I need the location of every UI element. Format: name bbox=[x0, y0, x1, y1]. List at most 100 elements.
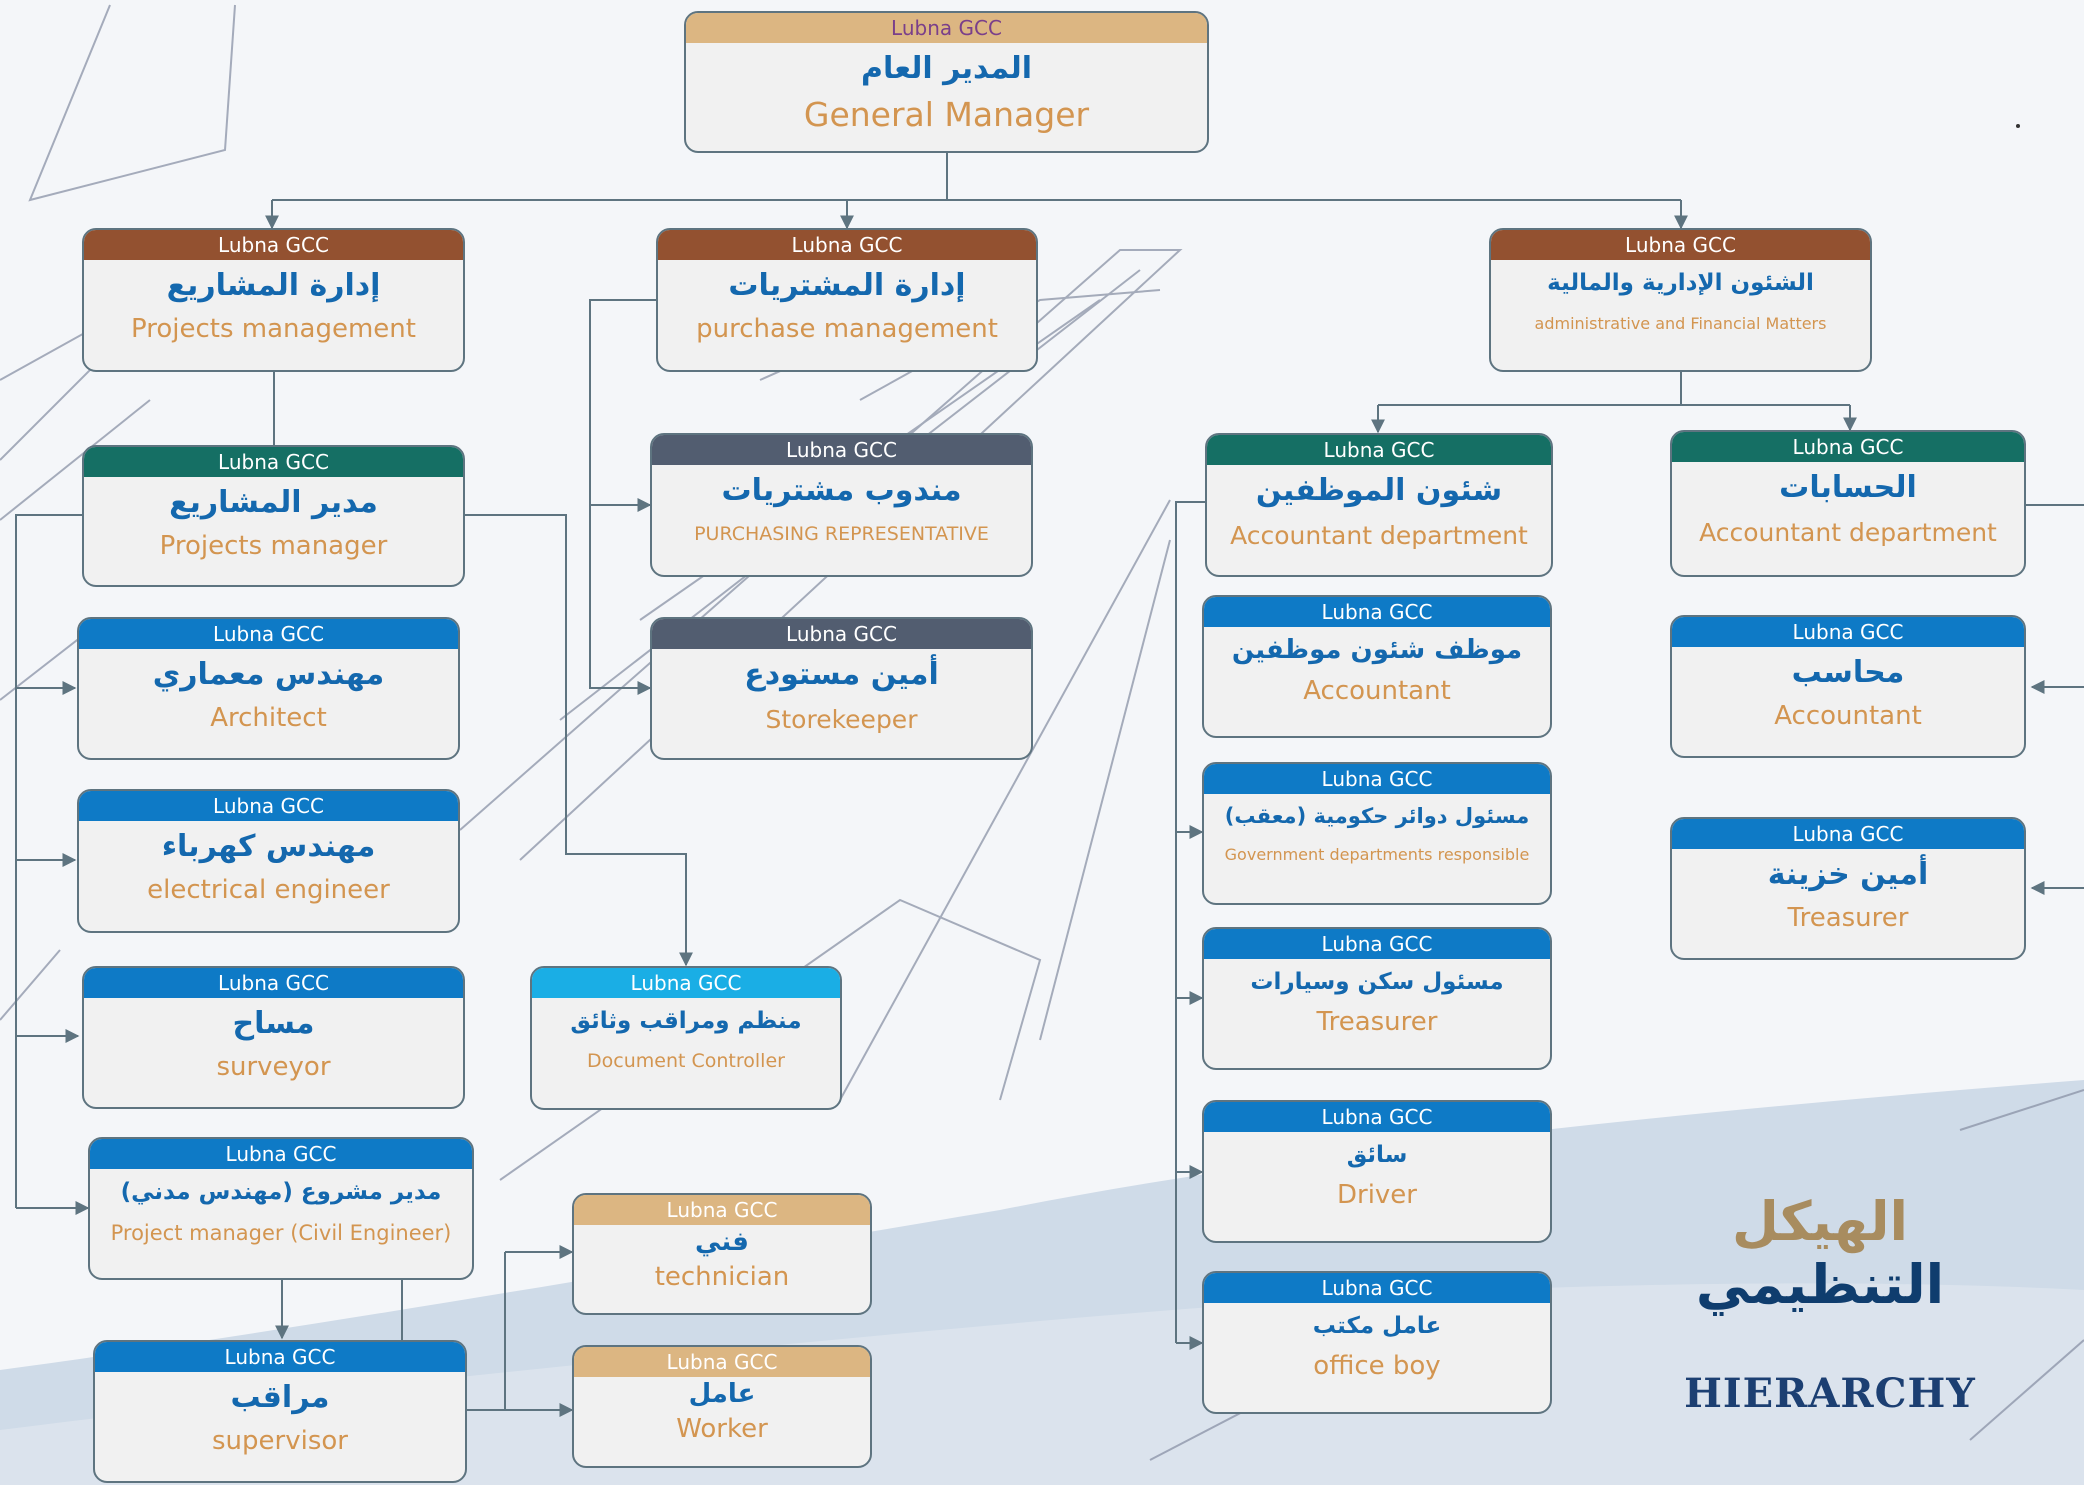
node-worker[interactable]: Lubna GCC عامل Worker bbox=[572, 1345, 872, 1468]
node-title-en: technician bbox=[654, 1262, 790, 1293]
node-title-ar: محاسب bbox=[1791, 655, 1905, 690]
node-brand: Lubna GCC bbox=[1204, 597, 1550, 627]
node-title-ar: شئون الموظفين bbox=[1255, 473, 1503, 508]
node-title-en: administrative and Financial Matters bbox=[1534, 313, 1827, 333]
node-title-ar: مهندس معماري bbox=[152, 657, 385, 692]
node-title-en: surveyor bbox=[216, 1052, 331, 1082]
node-brand: Lubna GCC bbox=[1204, 1102, 1550, 1132]
bottom-wave-light bbox=[0, 1283, 2084, 1485]
node-projects-management[interactable]: Lubna GCC إدارة المشاريع Projects manage… bbox=[82, 228, 465, 372]
node-title-en: Accountant bbox=[1774, 701, 1922, 731]
node-title-en: Treasurer bbox=[1787, 903, 1909, 933]
node-title-ar: مراقب bbox=[230, 1380, 330, 1415]
node-driver[interactable]: Lubna GCC سائق Driver bbox=[1202, 1100, 1552, 1243]
node-title-ar: مدير مشروع (مهندس مدني) bbox=[120, 1179, 442, 1205]
node-title-en: Storekeeper bbox=[765, 705, 918, 734]
node-title-ar: المدير العام bbox=[860, 51, 1033, 86]
node-title-en: electrical engineer bbox=[147, 875, 390, 905]
node-brand: Lubna GCC bbox=[1204, 764, 1550, 794]
node-brand: Lubna GCC bbox=[79, 791, 458, 821]
node-project-manager-civil[interactable]: Lubna GCC مدير مشروع (مهندس مدني) Projec… bbox=[88, 1137, 474, 1280]
node-title-ar: مسئول سكن وسيارات bbox=[1250, 969, 1504, 995]
node-brand: Lubna GCC bbox=[1672, 432, 2024, 462]
node-title-en: Architect bbox=[210, 703, 327, 733]
node-title-ar: الحسابات bbox=[1779, 470, 1917, 505]
node-admin-financial[interactable]: Lubna GCC الشئون الإدارية والمالية admin… bbox=[1489, 228, 1872, 372]
node-accounts[interactable]: Lubna GCC الحسابات Accountant department bbox=[1670, 430, 2026, 577]
node-title-en: purchase management bbox=[696, 314, 998, 344]
node-title-ar: مساح bbox=[232, 1006, 315, 1041]
node-hr-employee[interactable]: Lubna GCC موظف شئون موظفين Accountant bbox=[1202, 595, 1552, 738]
node-title-ar: مهندس كهرباء bbox=[161, 829, 376, 864]
node-brand: Lubna GCC bbox=[686, 13, 1207, 43]
node-brand: Lubna GCC bbox=[1207, 435, 1551, 465]
node-title-en: Government departments responsible bbox=[1224, 845, 1530, 865]
node-general-manager[interactable]: Lubna GCC المدير العام General Manager bbox=[684, 11, 1209, 153]
node-title-en: supervisor bbox=[212, 1426, 348, 1456]
node-title-ar: موظف شئون موظفين bbox=[1231, 635, 1523, 665]
node-brand: Lubna GCC bbox=[652, 435, 1031, 465]
page-title-ar-part1: الهيكل bbox=[1731, 1190, 1909, 1253]
node-electrical-engineer[interactable]: Lubna GCC مهندس كهرباء electrical engine… bbox=[77, 789, 460, 933]
node-title-ar: فني bbox=[695, 1227, 749, 1257]
node-brand: Lubna GCC bbox=[95, 1342, 465, 1372]
node-architect[interactable]: Lubna GCC مهندس معماري Architect bbox=[77, 617, 460, 760]
node-brand: Lubna GCC bbox=[1204, 1273, 1550, 1303]
page-title-arabic: الهيكل التنظيمي bbox=[1600, 1190, 2040, 1316]
stray-dot bbox=[2016, 124, 2020, 128]
node-brand: Lubna GCC bbox=[658, 230, 1036, 260]
node-title-en: Project manager (Civil Engineer) bbox=[110, 1220, 452, 1245]
node-title-en: Worker bbox=[676, 1414, 768, 1445]
node-title-ar: عامل مكتب bbox=[1312, 1313, 1442, 1339]
node-title-en: General Manager bbox=[803, 95, 1090, 134]
node-title-en: Document Controller bbox=[587, 1049, 785, 1072]
node-brand: Lubna GCC bbox=[84, 230, 463, 260]
node-brand: Lubna GCC bbox=[1672, 819, 2024, 849]
node-accountant[interactable]: Lubna GCC محاسب Accountant bbox=[1670, 615, 2026, 758]
node-treasurer[interactable]: Lubna GCC أمين خزينة Treasurer bbox=[1670, 817, 2026, 960]
node-brand: Lubna GCC bbox=[532, 968, 840, 998]
node-brand: Lubna GCC bbox=[652, 619, 1031, 649]
page-title-ar-part2: التنظيمي bbox=[1695, 1253, 1945, 1316]
node-brand: Lubna GCC bbox=[1491, 230, 1870, 260]
node-purchase-management[interactable]: Lubna GCC إدارة المشتريات purchase manag… bbox=[656, 228, 1038, 372]
node-title-ar: مدير المشاريع bbox=[169, 485, 378, 520]
node-title-ar: الشئون الإدارية والمالية bbox=[1547, 270, 1814, 296]
node-title-en: Projects management bbox=[131, 314, 416, 344]
node-title-en: Accountant bbox=[1303, 676, 1451, 707]
node-projects-manager[interactable]: Lubna GCC مدير المشاريع Projects manager bbox=[82, 445, 465, 587]
node-document-controller[interactable]: Lubna GCC منظم ومراقب وثائق Document Con… bbox=[530, 966, 842, 1110]
node-brand: Lubna GCC bbox=[574, 1347, 870, 1377]
node-brand: Lubna GCC bbox=[84, 447, 463, 477]
node-supervisor[interactable]: Lubna GCC مراقب supervisor bbox=[93, 1340, 467, 1483]
node-title-ar: منظم ومراقب وثائق bbox=[570, 1008, 802, 1034]
node-title-en: Accountant department bbox=[1699, 518, 1997, 547]
node-title-ar: إدارة المشتريات bbox=[728, 268, 966, 303]
node-gov-responsible[interactable]: Lubna GCC مسئول دوائر حكومية (معقب) Gove… bbox=[1202, 762, 1552, 905]
page-title-english: HIERARCHY bbox=[1684, 1370, 1976, 1417]
node-brand: Lubna GCC bbox=[1204, 929, 1550, 959]
node-brand: Lubna GCC bbox=[574, 1195, 870, 1225]
node-brand: Lubna GCC bbox=[1672, 617, 2024, 647]
node-title-ar: سائق bbox=[1346, 1142, 1408, 1168]
node-title-ar: أمين خزينة bbox=[1767, 857, 1929, 892]
node-title-en: Accountant department bbox=[1230, 521, 1528, 550]
node-storekeeper[interactable]: Lubna GCC أمين مستودع Storekeeper bbox=[650, 617, 1033, 760]
node-title-en: Treasurer bbox=[1316, 1006, 1438, 1037]
node-title-ar: أمين مستودع bbox=[744, 657, 939, 692]
node-purchasing-rep[interactable]: Lubna GCC مندوب مشتريات PURCHASING REPRE… bbox=[650, 433, 1033, 577]
node-title-ar: إدارة المشاريع bbox=[166, 268, 381, 303]
node-office-boy[interactable]: Lubna GCC عامل مكتب office boy bbox=[1202, 1271, 1552, 1414]
node-title-en: PURCHASING REPRESENTATIVE bbox=[694, 523, 989, 545]
node-technician[interactable]: Lubna GCC فني technician bbox=[572, 1193, 872, 1315]
node-title-en: office boy bbox=[1313, 1350, 1441, 1381]
node-title-ar: مسئول دوائر حكومية (معقب) bbox=[1224, 804, 1530, 828]
node-brand: Lubna GCC bbox=[79, 619, 458, 649]
node-brand: Lubna GCC bbox=[84, 968, 463, 998]
node-surveyor[interactable]: Lubna GCC مساح surveyor bbox=[82, 966, 465, 1109]
node-employee-affairs[interactable]: Lubna GCC شئون الموظفين Accountant depar… bbox=[1205, 433, 1553, 577]
node-brand: Lubna GCC bbox=[90, 1139, 472, 1169]
node-housing-cars[interactable]: Lubna GCC مسئول سكن وسيارات Treasurer bbox=[1202, 927, 1552, 1070]
node-title-ar: مندوب مشتريات bbox=[721, 473, 962, 508]
